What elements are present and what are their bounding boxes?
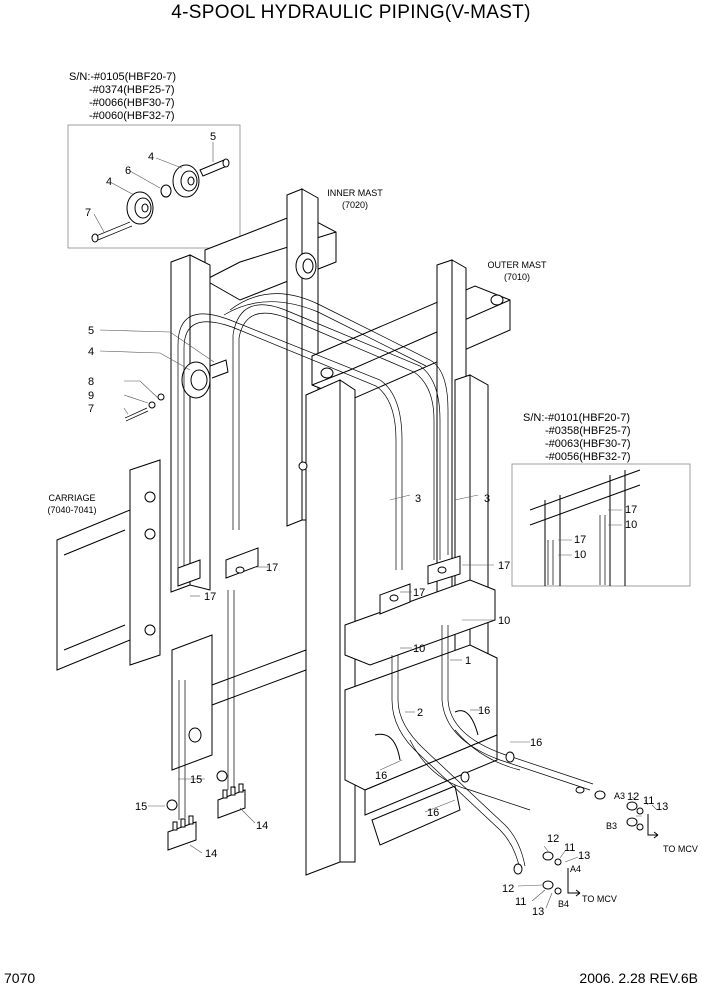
port-a4-label: A4 [570, 864, 581, 874]
to-mcv-label-1: TO MCV [663, 844, 698, 854]
callout-12-c: 12 [502, 883, 514, 895]
callout-4-inset-top: 4 [148, 151, 154, 163]
inset-frame-2 [511, 463, 691, 587]
callout-7-inset: 7 [85, 207, 91, 219]
callout-7-main: 7 [88, 403, 94, 415]
inset-sheave-detail [67, 124, 241, 249]
serial-box-1-line-3: -#0066(HBF30-7) [89, 97, 175, 109]
callout-10-inset-a: 10 [625, 519, 637, 531]
carriage-label: CARRIAGE [48, 493, 95, 503]
carriage-code: (7040-7041) [47, 505, 96, 515]
serial-box-1-line-4: -#0060(HBF32-7) [89, 110, 175, 122]
callout-8: 8 [88, 376, 94, 388]
callout-13-b: 13 [578, 850, 590, 862]
outer-mast-label: OUTER MAST [487, 260, 547, 270]
callout-2: 2 [417, 707, 423, 719]
serial-box-2-line-2: -#0358(HBF25-7) [545, 425, 631, 437]
callout-15-b: 15 [135, 801, 147, 813]
callout-12-b: 12 [547, 833, 559, 845]
footer-revision: 2006. 2.28 REV.6B [579, 970, 698, 986]
callout-17-inset-b: 17 [574, 534, 586, 546]
callout-1: 1 [465, 655, 471, 667]
port-b4-label: B4 [558, 899, 569, 909]
serial-box-2-line-1: S/N:-#0101(HBF20-7) [523, 412, 630, 424]
callout-13-a: 13 [656, 801, 668, 813]
callout-14-b: 14 [205, 848, 217, 860]
callout-3-right: 3 [484, 493, 490, 505]
callout-17-c: 17 [413, 587, 425, 599]
callout-12-a: 12 [627, 791, 639, 803]
callout-leaders [99, 329, 530, 854]
inset-frame-1 [67, 124, 241, 249]
port-b3-label: B3 [606, 821, 617, 831]
callout-16-a: 16 [478, 705, 490, 717]
callout-11-c: 11 [515, 896, 526, 908]
page-number: 7070 [4, 970, 35, 986]
callout-4-inset-left: 4 [106, 176, 112, 188]
serial-box-1-text: S/N:-#0105(HBF20-7) -#0374(HBF25-7) -#00… [69, 71, 176, 122]
callout-17-inset-a: 17 [625, 504, 637, 516]
callout-5-inset: 5 [210, 131, 216, 143]
callout-16-c: 16 [375, 770, 387, 782]
to-mcv-label-2: TO MCV [582, 894, 617, 904]
callout-14-a: 14 [256, 820, 268, 832]
callout-9: 9 [88, 390, 94, 402]
callout-10-inset-b: 10 [574, 549, 586, 561]
inner-mast-label: INNER MAST [327, 188, 383, 198]
serial-box-1-line-2: -#0374(HBF25-7) [89, 84, 175, 96]
callout-17-a: 17 [266, 562, 278, 574]
callout-17-b: 17 [204, 591, 216, 603]
serial-box-1-line-1: S/N:-#0105(HBF20-7) [69, 71, 176, 83]
page-title: 4-SPOOL HYDRAULIC PIPING(V-MAST) [171, 2, 530, 23]
callout-5-main: 5 [88, 325, 94, 337]
callout-16-b: 16 [530, 737, 542, 749]
callout-13-c: 13 [532, 906, 544, 918]
callout-3-left: 3 [415, 493, 421, 505]
inner-mast-code: (7020) [342, 200, 368, 210]
mast-assembly-drawing [56, 188, 691, 897]
callout-6-inset: 6 [125, 165, 131, 177]
callout-11-a: 11 [643, 795, 654, 807]
serial-box-2-line-3: -#0063(HBF30-7) [545, 438, 631, 450]
port-a3-label: A3 [614, 791, 625, 801]
outer-mast-code: (7010) [504, 272, 530, 282]
callout-17-d: 17 [498, 560, 510, 572]
serial-box-2-line-4: -#0056(HBF32-7) [545, 451, 631, 463]
callout-10-a: 10 [498, 615, 510, 627]
callout-16-d: 16 [427, 807, 439, 819]
callout-15-a: 15 [190, 774, 202, 786]
callout-10-b: 10 [413, 643, 425, 655]
callout-4-main: 4 [88, 346, 94, 358]
callout-11-b: 11 [564, 842, 575, 854]
